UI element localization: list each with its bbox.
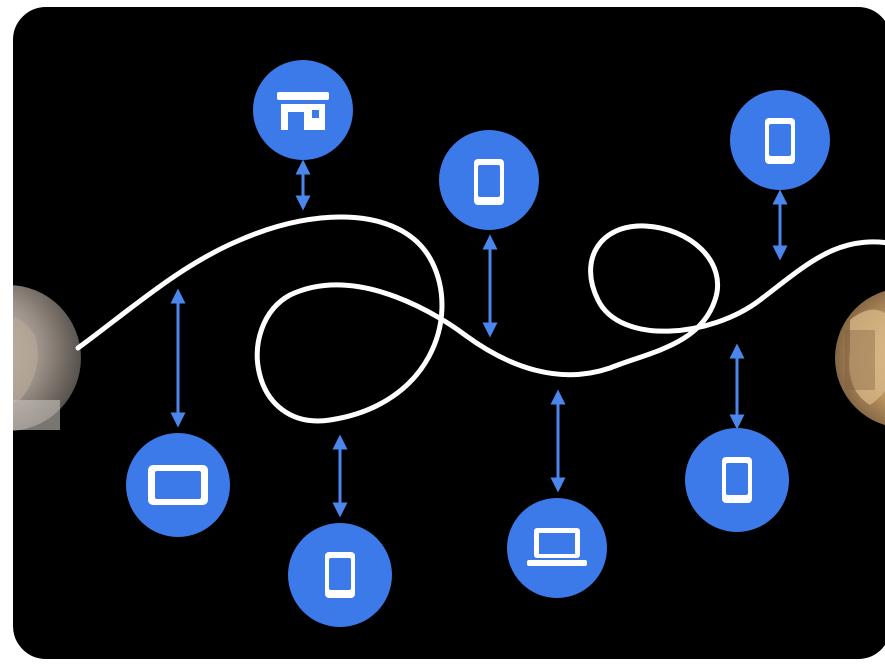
smartphone-icon: [325, 552, 355, 598]
store-icon: [277, 92, 329, 130]
laptop-node: [507, 498, 607, 598]
store-node: [253, 60, 353, 160]
smartphone-icon: [722, 457, 752, 503]
right-customer-avatar: [835, 288, 885, 428]
journey-path: [75, 214, 885, 424]
phone-bottom-right-node: [685, 428, 789, 532]
tablet-node: [126, 433, 230, 537]
phone-top-center-node: [439, 130, 539, 230]
tablet-icon: [148, 465, 208, 505]
laptop-icon: [527, 528, 587, 566]
smartphone-icon: [765, 118, 795, 164]
background-panel: [12, 6, 885, 660]
smartphone-icon: [474, 159, 504, 205]
phone-bottom-left-node: [288, 523, 392, 627]
panel-frame: [11, 5, 885, 661]
phone-top-right-node: [730, 90, 830, 190]
left-customer-avatar: [12, 285, 81, 431]
